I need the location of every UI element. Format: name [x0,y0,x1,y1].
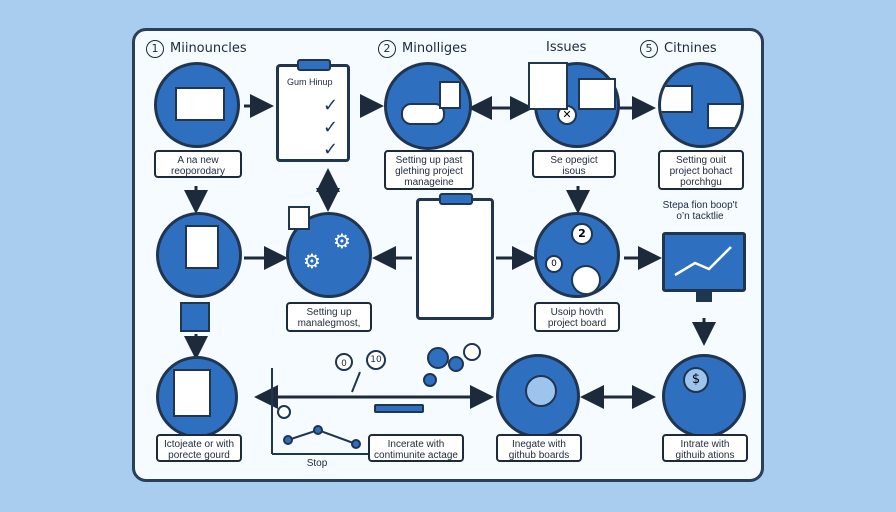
clip-icon [297,59,331,71]
magnify-circle [496,354,580,438]
trend-line-icon [674,246,732,277]
laptop-circle [154,62,240,148]
laptop-icon [175,87,225,121]
bubble-number: 10 [370,355,382,365]
coin-icon: $ [683,367,709,393]
document-icon [439,81,461,109]
document-icon [661,85,693,113]
document-icon [707,103,741,129]
note-icon [180,302,210,332]
cloud-circle [384,62,472,150]
clock-icon [571,265,601,295]
checkmark-icon: ✓ [323,117,339,138]
bubble-number: 0 [341,359,347,369]
small-bubbles [335,350,386,393]
step-4-title: 5 Citnines [640,40,717,58]
coin-circle: $ [662,354,746,438]
issue-card-icon [578,78,616,110]
magnifier-icon [525,375,557,407]
document-hand-circle [156,212,242,298]
step-4-number: 5 [640,40,658,58]
clipboard-heading: Gum Hinup [287,77,333,87]
monitor-stand [696,292,712,302]
step-2-title: 2 Minolliges [378,40,467,58]
step-1-number: 1 [146,40,164,58]
project-circle [658,62,744,148]
issue-card-icon [528,62,568,110]
timeline-circle: 2 0 [534,212,620,298]
write-circle [156,356,238,438]
step-1-title-text: Miinouncles [170,41,247,56]
step-3-title-text: Issues [546,40,587,55]
checkmark-icon: ✓ [323,95,339,116]
step-3-title: Issues [546,40,586,55]
gear-icon: ⚙ [303,249,321,273]
clip-icon [439,193,473,205]
circle-number: 0 [545,255,563,273]
document-icon [173,369,211,417]
circle-number: 2 [571,223,593,245]
progress-bar-icon [374,404,424,413]
step-4-title-text: Citnines [664,41,717,56]
avatar-card-icon [288,206,310,230]
cloud-icon [401,103,445,125]
gear-icon: ⚙ [333,229,351,253]
checklist-clipboard: Gum Hinup ✓ ✓ ✓ [276,59,350,162]
checkmark-icon: ✓ [323,139,339,160]
stop-text: Stop [306,458,328,469]
step-2-number: 2 [378,40,396,58]
list-clipboard [416,193,494,320]
monitor-chart-icon [662,232,746,292]
line-graph-doodle [271,368,370,455]
step-2-title-text: Minolliges [402,41,467,56]
document-icon [185,225,219,269]
gears-doodle [423,343,481,387]
step-1-title: 1 Miinouncles [146,40,247,58]
